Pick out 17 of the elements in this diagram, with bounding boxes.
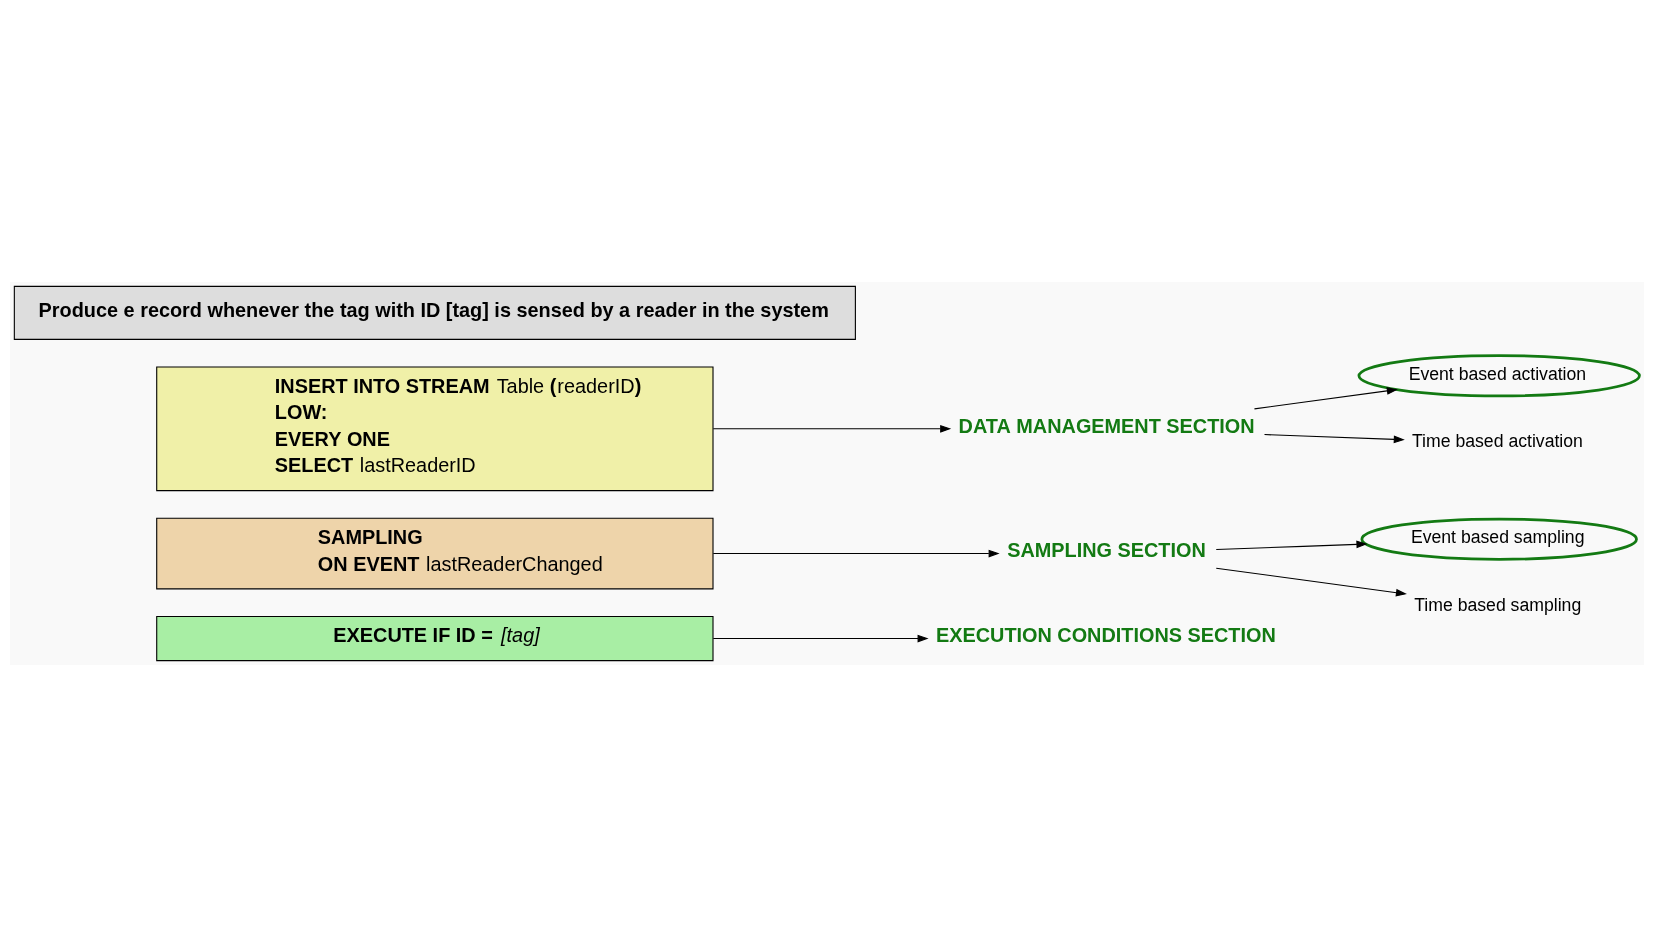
node-text: DATA MANAGEMENT SECTION [958,414,1255,437]
node-text: EXECUTION CONDITIONS SECTION [935,623,1276,646]
arrow [1215,567,1407,596]
node-ellipse: Event based sampling [1360,517,1638,561]
arrow [712,424,952,433]
node-box: Produce e record whenever the tag with ID [tag] is sensed by a reader in the system [13,285,856,340]
node-box: SAMPLING ON EVENT lastReaderChanged [156,517,714,589]
node-box: EXECUTE IF ID = [tag] [156,615,714,661]
arrow [1215,540,1368,550]
node-box: INSERT INTO STREAM Table (readerID) LOW: EVERY ONE SELECT lastReaderID [156,365,714,491]
node-text: SAMPLING SECTION [1007,538,1206,561]
arrow [1263,433,1405,443]
arrow [712,549,1000,557]
node-text: Time based activation [1411,430,1583,451]
node-text: Time based sampling [1414,594,1582,615]
arrow [1253,386,1398,409]
arrow [712,634,929,642]
